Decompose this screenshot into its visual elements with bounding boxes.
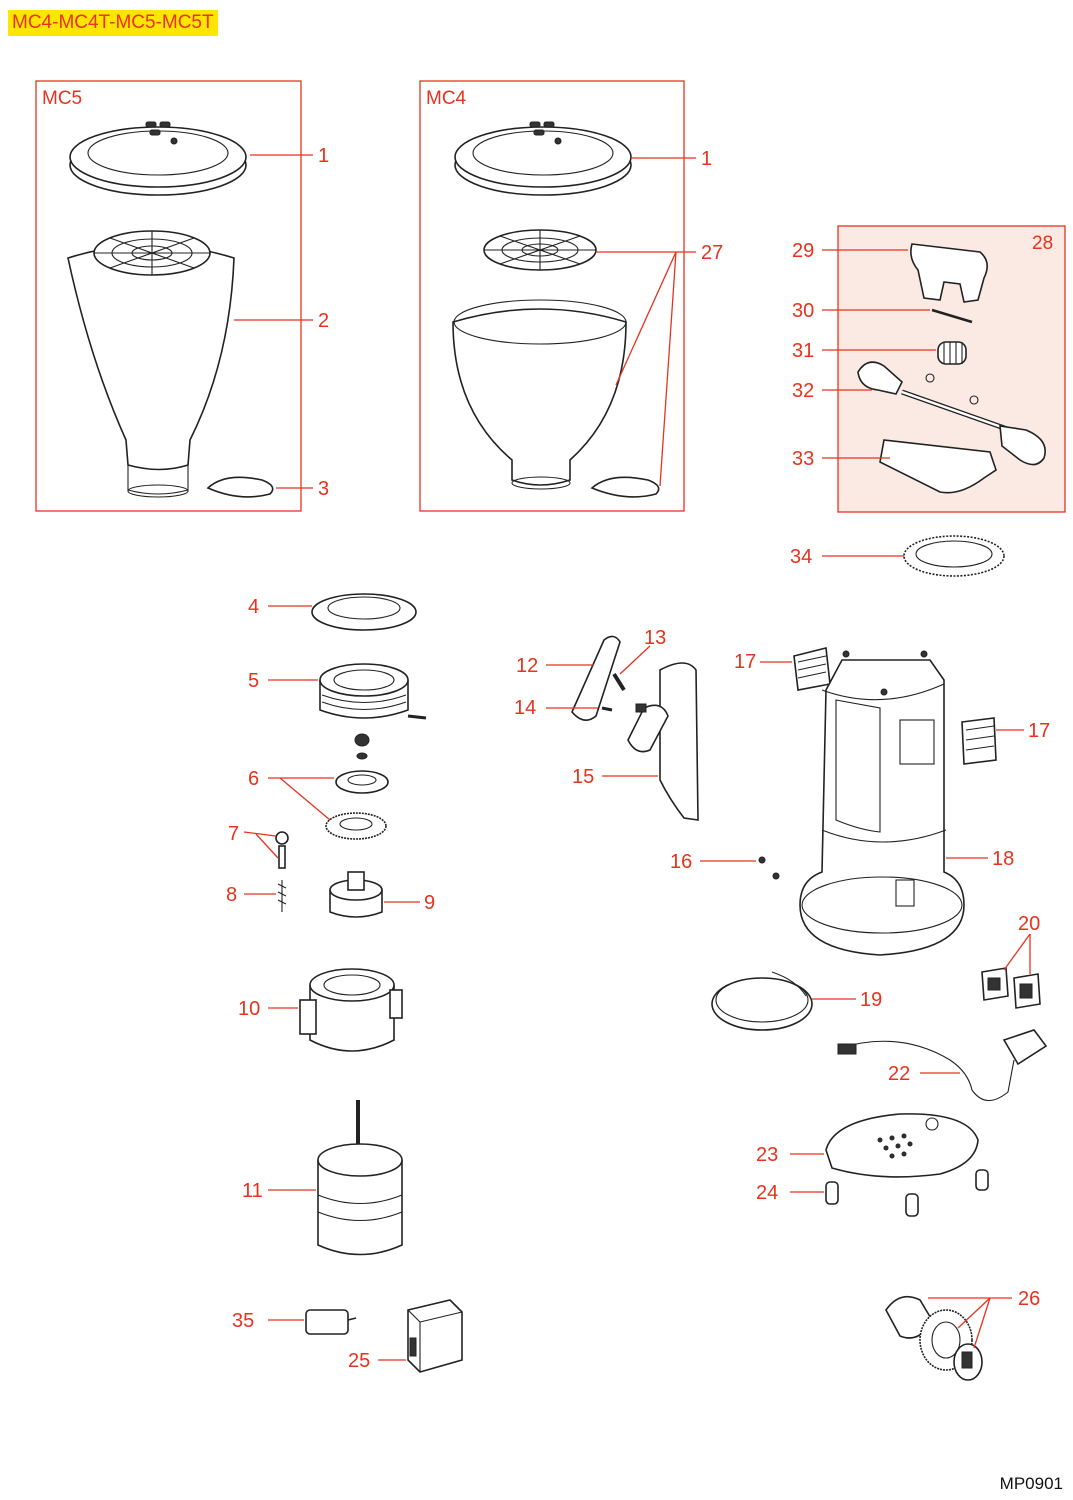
part-26-dial: 26 xyxy=(885,1288,1040,1381)
part-29-bracket xyxy=(910,243,988,303)
part-35-capacitor: 35 xyxy=(232,1309,357,1335)
mc4-shutter xyxy=(590,476,660,498)
callout-6: 6 xyxy=(248,768,259,790)
part-16-screws: 16 xyxy=(670,851,780,880)
mc5-hopper-lid xyxy=(69,121,247,196)
callout-19: 19 xyxy=(860,989,882,1011)
callout-7: 7 xyxy=(228,823,239,845)
callout-24: 24 xyxy=(756,1182,778,1204)
mc4-hopper-body xyxy=(452,299,627,490)
callout-4: 4 xyxy=(248,596,259,618)
drawing-code: MP0901 xyxy=(999,1474,1063,1493)
mc4-group: MC4 1 xyxy=(419,80,723,512)
callout-31: 31 xyxy=(792,340,814,362)
callout-10: 10 xyxy=(238,998,260,1020)
callout-17a: 17 xyxy=(734,651,756,673)
part-15-spout: 15 xyxy=(572,662,699,821)
part-19-tray: 19 xyxy=(711,971,882,1031)
callout-15: 15 xyxy=(572,766,594,788)
callout-23: 23 xyxy=(756,1144,778,1166)
mc5-box xyxy=(35,80,302,512)
callout-mc4-1: 1 xyxy=(701,148,712,170)
part-14-screw: 14 xyxy=(514,697,613,719)
callout-11: 11 xyxy=(242,1180,263,1202)
callout-25: 25 xyxy=(348,1350,370,1372)
part-9-fan: 9 xyxy=(329,871,435,918)
mc4-box xyxy=(419,80,685,512)
part-33-base xyxy=(879,439,997,494)
part-10-housing: 10 xyxy=(238,968,403,1052)
kit-28-label: 28 xyxy=(1032,233,1053,254)
part-5-burr-carrier: 5 xyxy=(248,663,427,720)
callout-8: 8 xyxy=(226,884,237,906)
callout-12: 12 xyxy=(516,655,538,677)
callout-14: 14 xyxy=(514,697,536,719)
callout-33: 33 xyxy=(792,448,814,470)
part-23-base-plate: 23 xyxy=(756,1113,979,1178)
callout-mc5-3: 3 xyxy=(318,478,329,500)
callout-5: 5 xyxy=(248,670,259,692)
callout-17b: 17 xyxy=(1028,720,1050,742)
mc4-grid xyxy=(483,229,597,271)
part-25-relay: 25 xyxy=(348,1299,463,1373)
callout-mc4-27: 27 xyxy=(701,242,723,264)
callout-16: 16 xyxy=(670,851,692,873)
callout-mc5-2: 2 xyxy=(318,310,329,332)
mc5-shutter xyxy=(206,476,274,498)
part-12-lever: 12 xyxy=(516,635,621,721)
part-34-ring: 34 xyxy=(790,535,1005,577)
callout-9: 9 xyxy=(424,892,435,914)
part-30-pin xyxy=(931,308,973,324)
mc5-group: MC5 xyxy=(35,80,329,512)
callout-32: 32 xyxy=(792,380,814,402)
mc5-hopper-body xyxy=(67,230,235,498)
part-24-feet: 24 xyxy=(756,1169,989,1217)
part-11-motor: 11 xyxy=(242,1100,403,1256)
callout-26: 26 xyxy=(1018,1288,1040,1310)
callout-35: 35 xyxy=(232,1310,254,1332)
mc4-label: MC4 xyxy=(426,88,467,109)
part-6-burrs: 6 xyxy=(248,733,389,840)
part-4-ring: 4 xyxy=(248,593,417,631)
callout-mc5-1: 1 xyxy=(318,145,329,167)
part-32-lever-shaft xyxy=(857,361,1046,466)
mc5-label: MC5 xyxy=(42,88,82,109)
part-22-power-cord: 22 xyxy=(837,1029,1048,1102)
part-17-vents: 17 17 xyxy=(734,647,1050,765)
part-7-8-screws: 7 8 xyxy=(226,823,289,912)
part-13-pin: 13 xyxy=(612,627,666,692)
callout-18: 18 xyxy=(992,848,1014,870)
callout-22: 22 xyxy=(888,1063,910,1085)
callout-29: 29 xyxy=(792,240,814,262)
part-18-main-body: 18 xyxy=(799,650,1014,956)
model-title: MC4-MC4T-MC5-MC5T xyxy=(8,10,218,36)
kit-28-group: 28 29 30 31 32 xyxy=(792,225,1066,513)
part-31-spring xyxy=(937,341,967,365)
mc4-hopper-lid xyxy=(454,121,632,196)
callout-20: 20 xyxy=(1018,913,1040,935)
part-20-switches: 20 xyxy=(981,913,1041,1009)
callout-34: 34 xyxy=(790,546,812,568)
callout-13: 13 xyxy=(644,627,666,649)
callout-30: 30 xyxy=(792,300,814,322)
